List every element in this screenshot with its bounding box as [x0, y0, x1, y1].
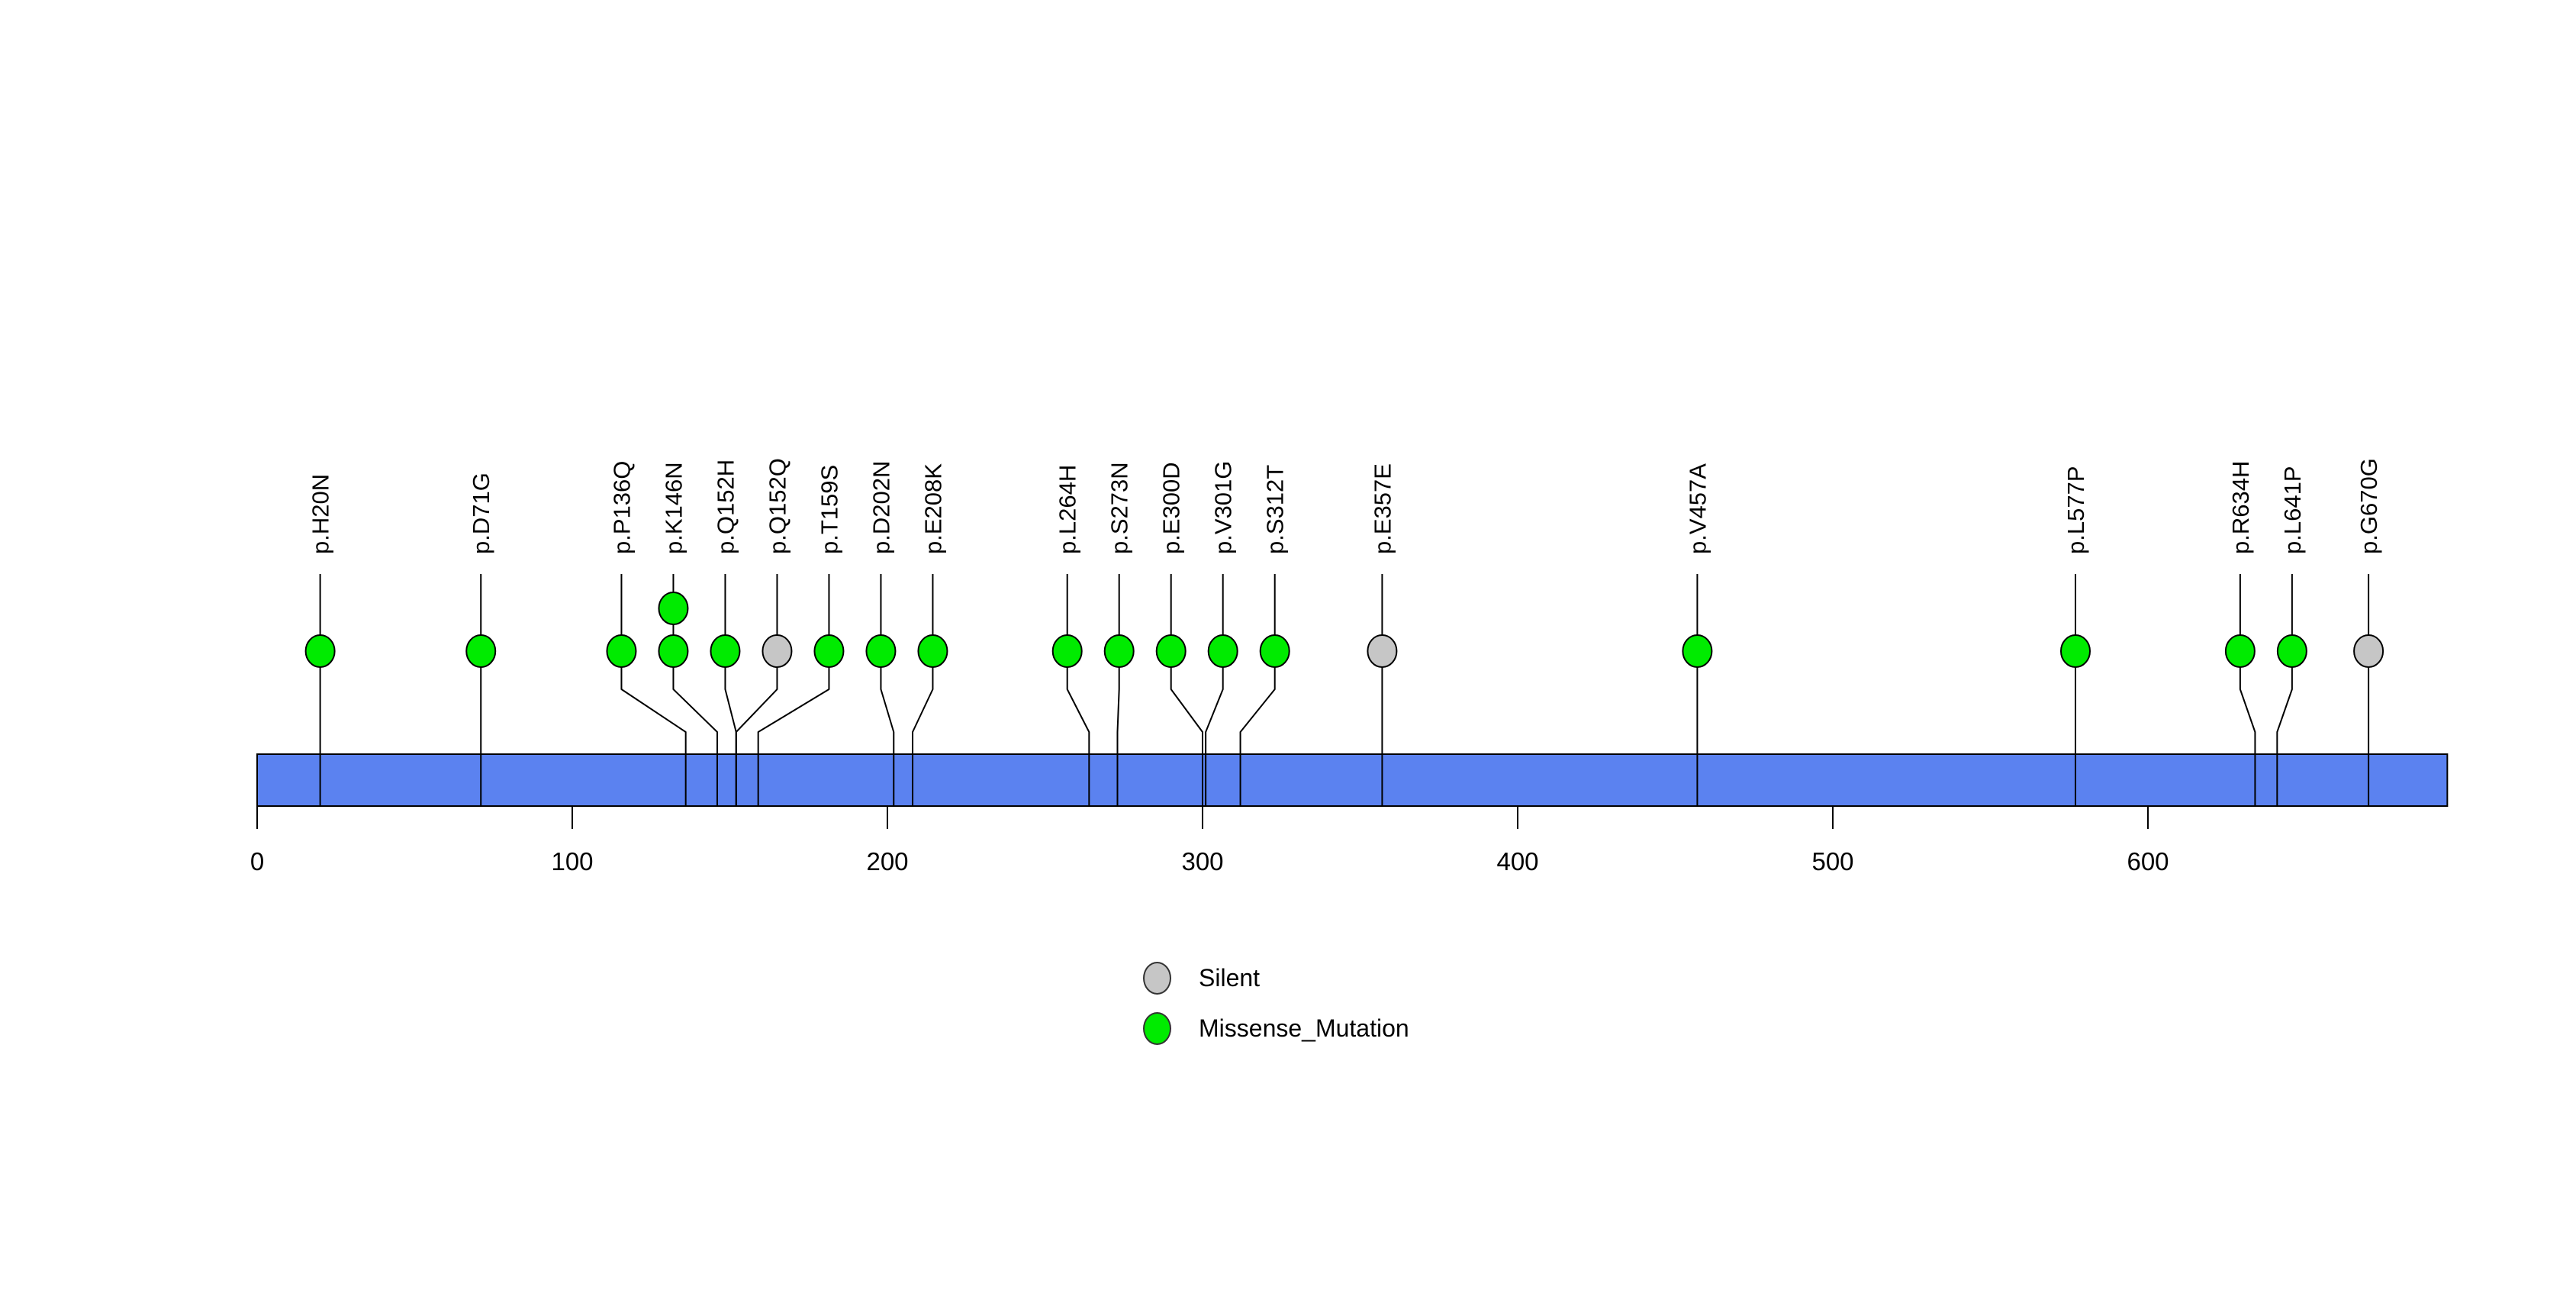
mutation-circle-missense_mutation	[1682, 634, 1713, 668]
mutation-stem	[880, 574, 895, 806]
silent-swatch-icon	[1143, 961, 1171, 995]
mutation-stem	[1066, 574, 1090, 806]
mutation-label: p.Q152Q	[764, 458, 791, 554]
mutation-circle-missense_mutation	[658, 634, 689, 668]
mutation-stem	[912, 574, 934, 806]
mutation-stem	[1116, 574, 1120, 806]
mutation-circle-silent	[1367, 634, 1398, 668]
mutation-label: p.L264H	[1055, 465, 1081, 554]
mutation-label: p.E357E	[1369, 463, 1396, 554]
mutation-circle-missense_mutation	[304, 634, 336, 668]
mutation-label: p.R634H	[2227, 461, 2254, 554]
mutation-stem	[620, 574, 687, 806]
mutation-stem	[1239, 574, 1276, 806]
mutation-circle-missense_mutation	[606, 634, 637, 668]
mutation-circle-missense_mutation	[1155, 634, 1187, 668]
mutation-stem	[1205, 574, 1224, 806]
mutation-label: p.T159S	[816, 465, 842, 554]
mutation-circle-silent	[762, 634, 793, 668]
legend-item-missense: Missense_Mutation	[1143, 1011, 1409, 1045]
axis-tick-label: 600	[2127, 847, 2169, 876]
legend: Silent Missense_Mutation	[1143, 961, 1409, 1045]
mutation-circle-missense_mutation	[1259, 634, 1290, 668]
mutation-stem	[2276, 574, 2293, 806]
mutation-label: p.E208K	[919, 463, 946, 554]
legend-label-silent: Silent	[1199, 963, 1261, 992]
mutation-circle-missense_mutation	[1207, 634, 1238, 668]
axis-tick-label: 0	[250, 847, 264, 876]
mutation-circle-missense_mutation	[2060, 634, 2091, 668]
mutation-stem	[735, 574, 778, 806]
mutation-label: p.K146N	[660, 462, 687, 554]
mutation-circle-missense_mutation	[710, 634, 741, 668]
mutation-stem	[757, 574, 830, 806]
mutation-circle-missense_mutation	[2276, 634, 2307, 668]
mutation-circle-missense_mutation	[813, 634, 845, 668]
mutation-circle-missense_mutation	[465, 634, 497, 668]
mutation-label: p.D71G	[468, 472, 494, 554]
mutation-label: p.S273N	[1106, 462, 1133, 554]
mutation-label: p.V457A	[1684, 463, 1711, 554]
legend-item-silent: Silent	[1143, 961, 1409, 995]
mutation-label: p.L577P	[2062, 466, 2089, 555]
mutation-label: p.H20N	[308, 474, 334, 554]
mutation-stem	[2239, 574, 2256, 806]
mutation-circle-missense_mutation	[865, 634, 897, 668]
mutation-circle-missense_mutation	[658, 592, 689, 625]
mutation-label: p.V301G	[1210, 461, 1237, 554]
axis-tick-label: 100	[551, 847, 593, 876]
mutation-label: p.P136Q	[608, 461, 635, 554]
mutation-circle-missense_mutation	[1051, 634, 1083, 668]
mutation-label: p.G670G	[2355, 458, 2382, 554]
mutation-label: p.Q152H	[712, 460, 739, 554]
legend-label-missense: Missense_Mutation	[1199, 1014, 1409, 1042]
mutation-label: p.D202N	[868, 461, 894, 554]
mutation-stem	[1170, 574, 1203, 806]
mutation-circle-silent	[2353, 634, 2384, 668]
mutation-circle-missense_mutation	[1103, 634, 1135, 668]
missense-swatch-icon	[1143, 1011, 1171, 1045]
mutation-circle-missense_mutation	[917, 634, 948, 668]
axis-tick-label: 200	[866, 847, 908, 876]
mutation-label: p.L641P	[2279, 466, 2306, 555]
axis-tick-label: 300	[1181, 847, 1223, 876]
axis-tick-label: 500	[1811, 847, 1853, 876]
mutation-stem	[672, 574, 718, 806]
protein-backbone	[256, 753, 2449, 807]
mutation-circle-missense_mutation	[2224, 634, 2256, 668]
mutation-label: p.S312T	[1262, 465, 1289, 554]
mutation-label: p.E300D	[1158, 462, 1185, 554]
axis-tick-label: 400	[1496, 847, 1538, 876]
